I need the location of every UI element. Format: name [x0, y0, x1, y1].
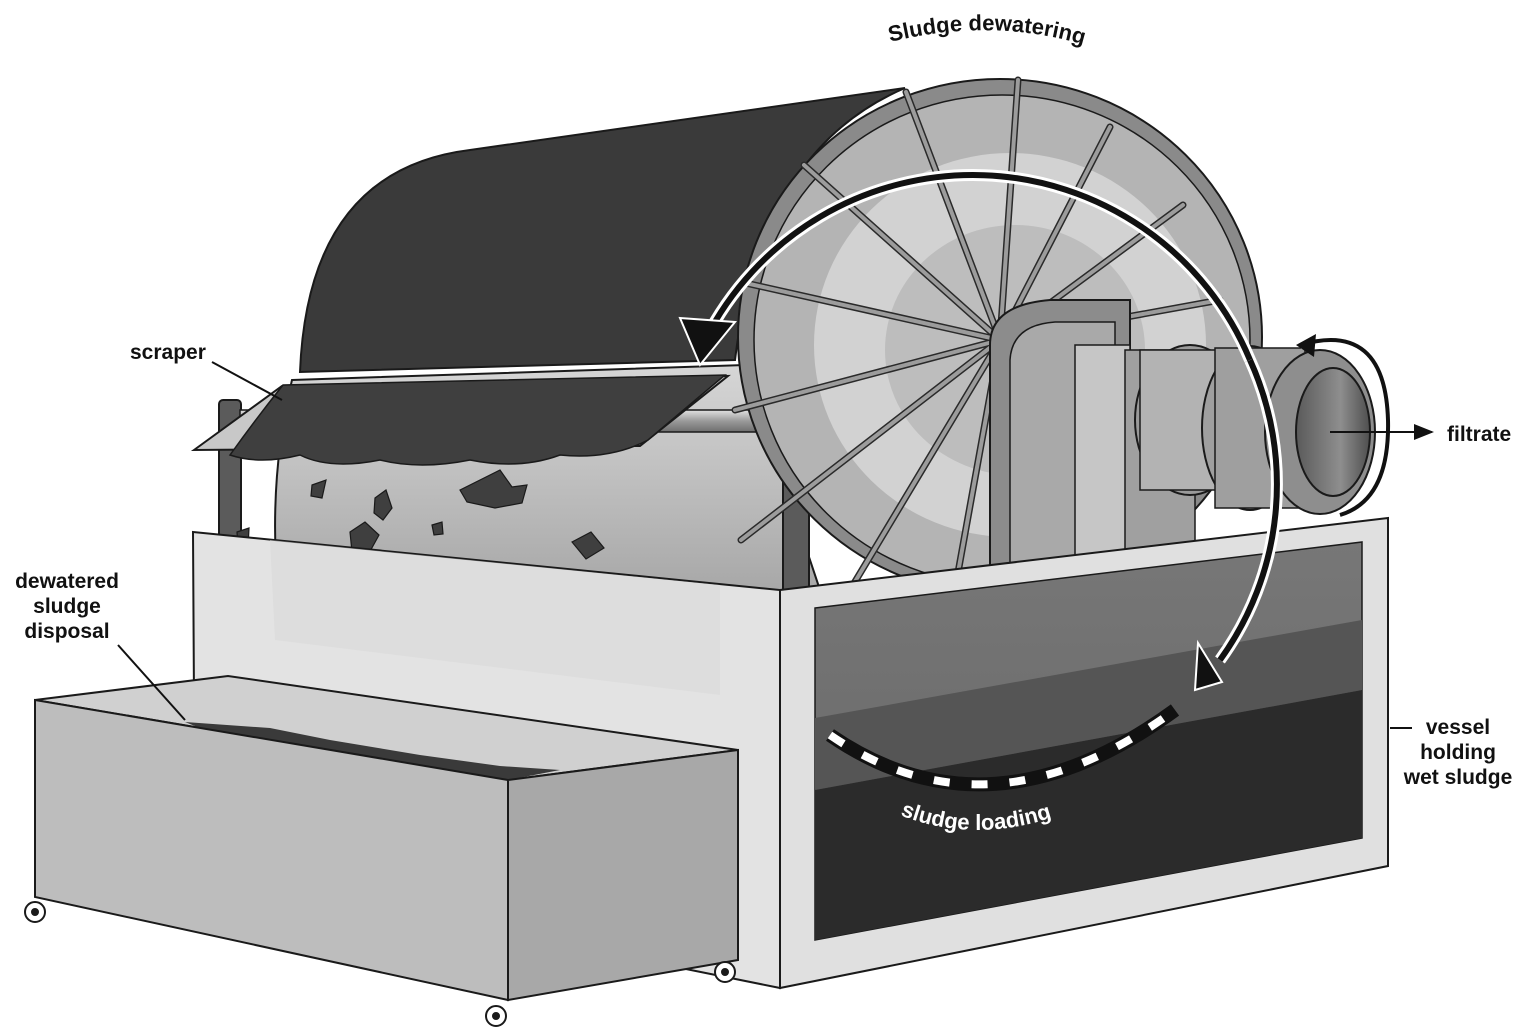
disposal-label: dewatered sludge disposal	[15, 570, 119, 643]
svg-text:holding: holding	[1420, 741, 1496, 764]
sludge-dewatering-label: Sludge dewatering	[886, 10, 1089, 49]
svg-text:disposal: disposal	[24, 620, 109, 643]
scraper-label: scraper	[130, 341, 206, 364]
svg-text:vessel: vessel	[1426, 716, 1490, 739]
filtrate-label: filtrate	[1447, 423, 1511, 446]
svg-text:sludge: sludge	[33, 595, 101, 618]
svg-text:dewatered: dewatered	[15, 570, 119, 593]
vessel-label: vessel holding wet sludge	[1403, 716, 1513, 789]
bin-right-face	[508, 750, 738, 1000]
scraper-leader	[212, 362, 282, 400]
svg-text:wet sludge: wet sludge	[1403, 766, 1513, 789]
